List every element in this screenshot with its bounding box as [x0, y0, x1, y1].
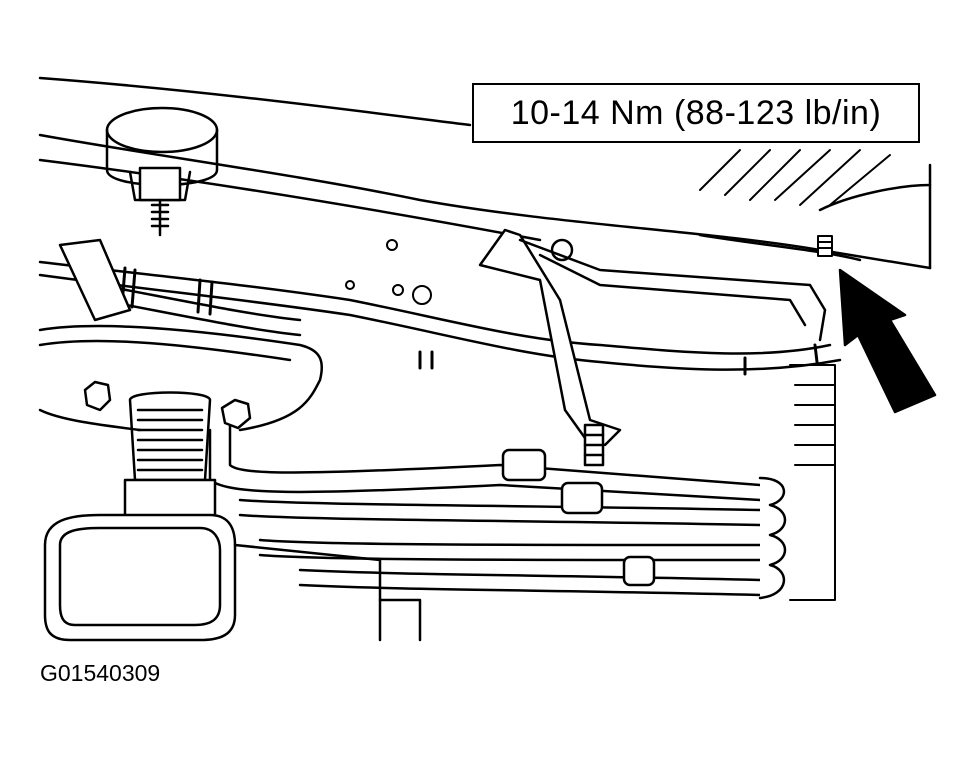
frame-holes: [345, 239, 432, 305]
torque-specification-text: 10-14 Nm (88-123 lb/in): [510, 93, 882, 132]
line-fittings: [501, 448, 787, 600]
mounting-nuts: [83, 380, 252, 430]
figure-id: G01540309: [40, 660, 161, 686]
curved-member: [38, 238, 324, 432]
body-hatching: [699, 149, 891, 206]
side-panel: [789, 364, 836, 601]
lower-frame-block: [43, 513, 422, 642]
fluid-lines: [208, 423, 762, 597]
torque-specification-label: 10-14 Nm (88-123 lb/in): [472, 83, 920, 143]
rubber-mount: [105, 106, 219, 237]
threaded-shaft: [123, 391, 217, 522]
fastener-bolt: [817, 235, 833, 257]
bracket-bolt: [583, 423, 605, 467]
mounting-bracket: [478, 228, 827, 447]
pointer-arrow: [838, 268, 937, 414]
